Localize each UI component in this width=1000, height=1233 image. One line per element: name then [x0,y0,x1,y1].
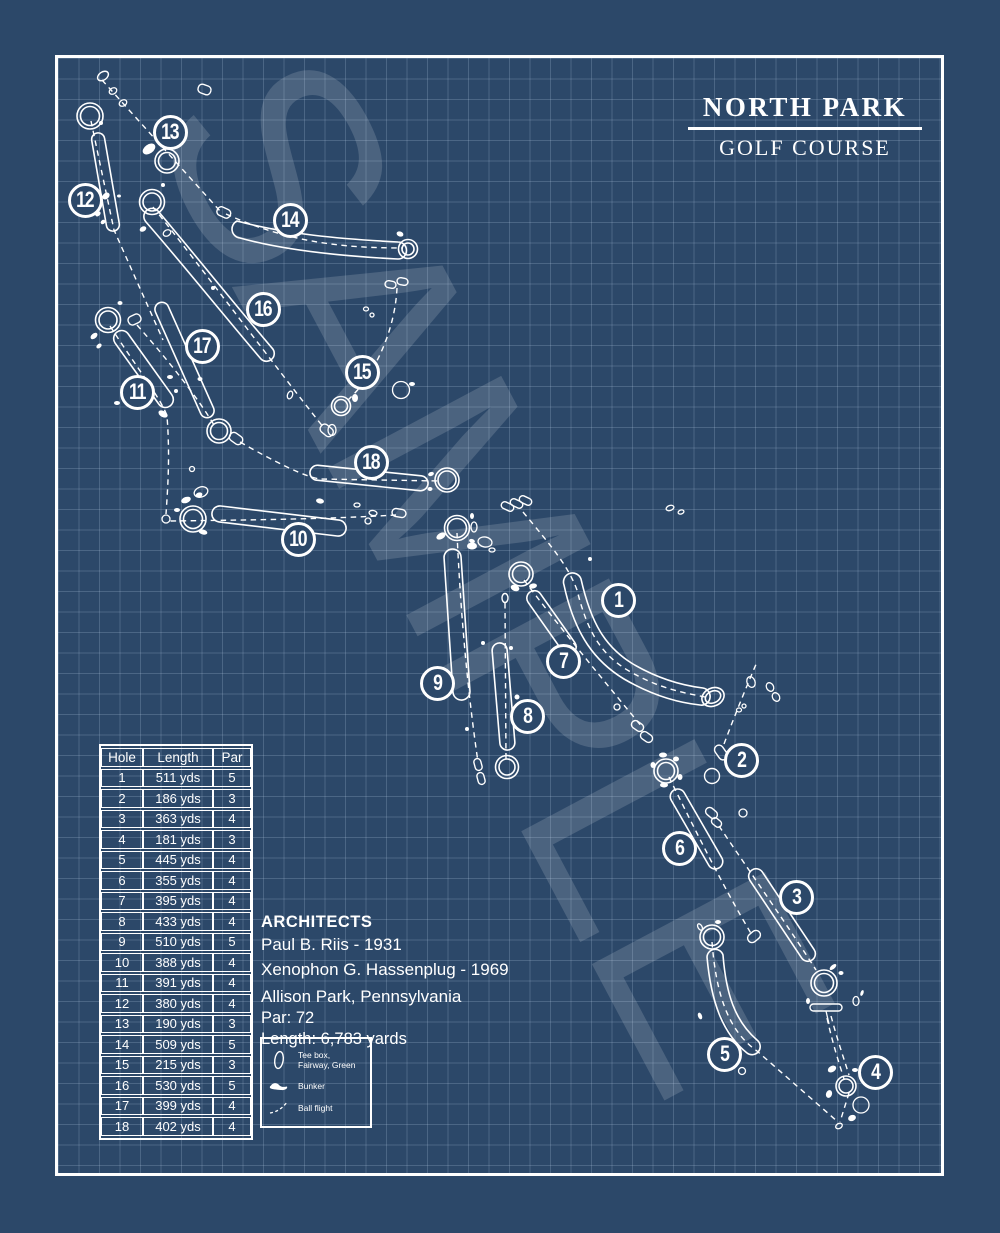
architect-line-2: Xenophon G. Hassenplug - 1969 [261,960,509,979]
header-length: Length [143,748,213,767]
hole-number-16: 16 [245,291,281,327]
tee-box-icon [269,1050,289,1070]
hole-number-12: 12 [67,182,103,218]
course-par: Par: 72 [261,1009,315,1027]
hole-number-13: 13 [152,114,188,150]
bunker-icon [269,1081,289,1091]
hole-number-8: 8 [509,698,545,734]
header-hole: Hole [101,748,143,767]
ball-flight-icon [269,1101,289,1115]
page-title: NORTH PARK [702,92,908,122]
course-location: Allison Park, Pennsylvania [261,987,462,1006]
hole-number-3: 3 [778,879,814,915]
legend-label-tee: Tee box, Fairway, Green [298,1050,356,1071]
legend-label-ball-flight: Ball flight [298,1102,333,1113]
hole-number-18: 18 [353,444,389,480]
legend-item-bunker: Bunker [269,1081,363,1091]
hole-number-9: 9 [419,665,455,701]
table-header-row: Hole Length Par [101,748,251,767]
hole-number-15: 15 [344,354,380,390]
hole-number-6: 6 [661,830,697,866]
course-title-block: NORTH PARK GOLF COURSE [688,92,922,161]
architects-heading: ARCHITECTS [261,913,373,931]
hole-number-1: 1 [600,582,636,618]
architects-block: ARCHITECTS Paul B. Riis - 1931 Xenophon … [261,913,509,1049]
hole-number-2: 2 [723,742,759,778]
hole-number-17: 17 [184,328,220,364]
hole-number-11: 11 [119,374,155,410]
hole-number-4: 4 [857,1054,893,1090]
title-divider [688,127,922,130]
legend-item-ball-flight: Ball flight [269,1101,363,1115]
hole-number-10: 10 [280,521,316,557]
legend-item-tee: Tee box, Fairway, Green [269,1050,363,1070]
hole-number-14: 14 [272,202,308,238]
hole-number-7: 7 [545,643,581,679]
hole-number-5: 5 [706,1036,742,1072]
architect-line-1: Paul B. Riis - 1931 [261,935,402,954]
page-subtitle: GOLF COURSE [719,135,891,160]
header-par: Par [213,748,251,767]
legend-label-bunker: Bunker [298,1080,325,1091]
legend-box: Tee box, Fairway, Green Bunker Ball flig… [260,1037,372,1128]
